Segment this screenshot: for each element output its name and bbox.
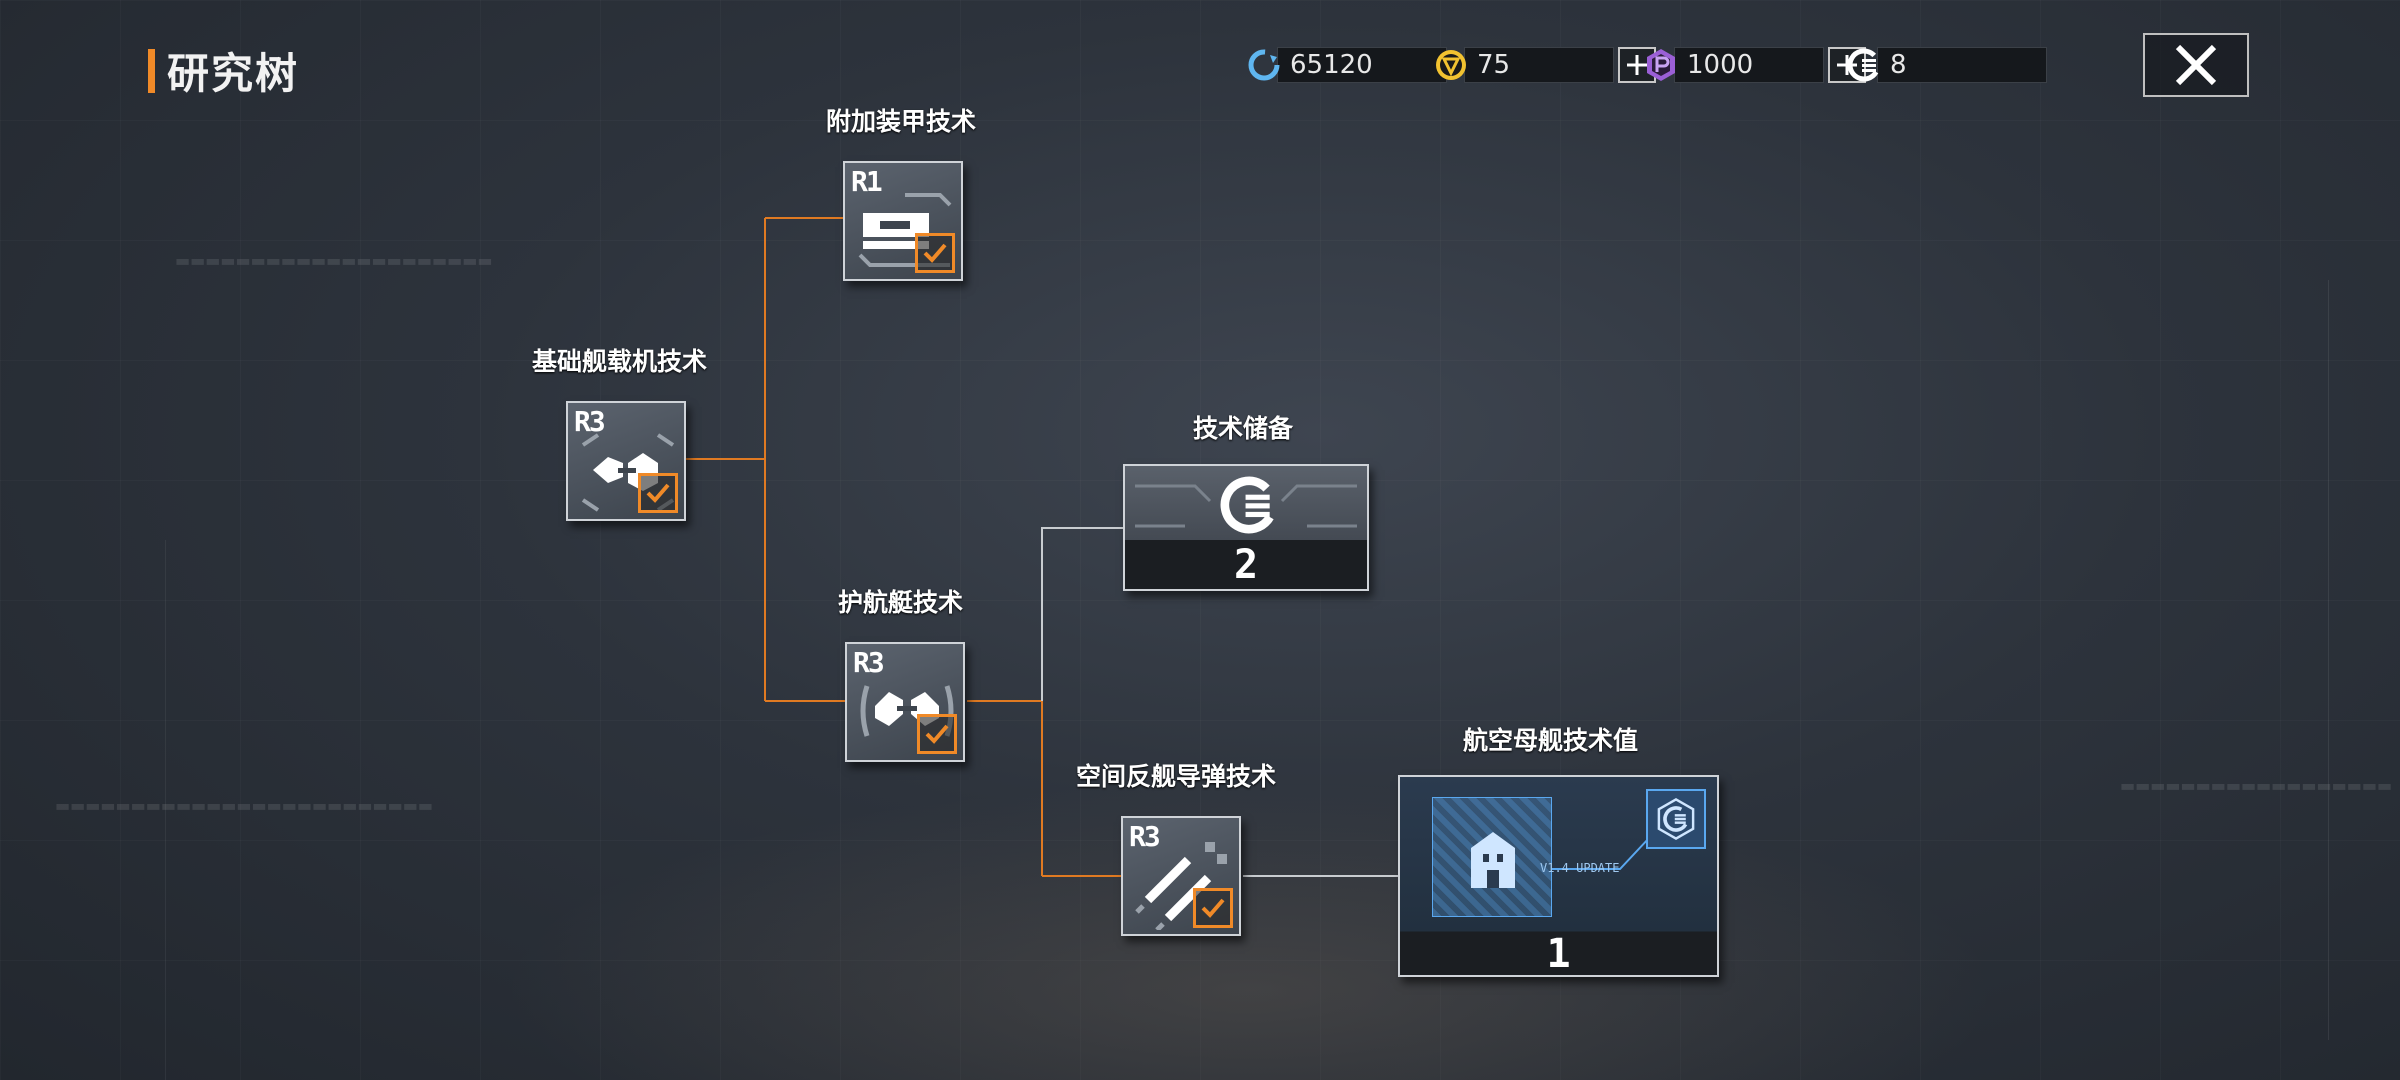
- node-label-carrier: 航空母舰技术值: [1463, 726, 1639, 755]
- resource-tech-point: 8: [1845, 46, 2047, 84]
- node-label-missile: 空间反舰导弹技术: [1076, 762, 1277, 791]
- circuit-pattern: [1135, 484, 1357, 528]
- update-tag: V1.4 UPDATE: [1540, 861, 1620, 875]
- carrier-blueprint-icon: [1471, 832, 1515, 888]
- bg-ruler: [2328, 280, 2330, 1040]
- resource-value: 65120: [1277, 47, 1447, 83]
- resource-value: 1000: [1674, 47, 1824, 83]
- missile-icon: [1135, 842, 1227, 930]
- tech-node-escort[interactable]: R3: [845, 642, 965, 762]
- tech-point-icon: [1845, 46, 1883, 84]
- tech-point-icon: [1657, 798, 1695, 840]
- tech-node-armor[interactable]: R1: [843, 161, 963, 281]
- resource-value: 8: [1877, 47, 2047, 83]
- node-rank: R3: [1129, 820, 1161, 853]
- node-label-base: 基础舰载机技术: [532, 347, 708, 376]
- resource-value: 75: [1464, 47, 1614, 83]
- close-icon: [2175, 44, 2217, 86]
- node-rank: R1: [851, 165, 883, 198]
- node-rank: R3: [574, 405, 606, 438]
- carrier-value: 1: [1546, 931, 1571, 977]
- completed-check-icon: [917, 714, 957, 754]
- resource-p-coin: 1000: [1642, 46, 1866, 84]
- carrier-blueprint-panel: [1432, 797, 1552, 917]
- tech-node-base[interactable]: R3: [566, 401, 686, 521]
- tech-node-missile[interactable]: R3: [1121, 816, 1241, 936]
- background-smoke: [500, 780, 2000, 1080]
- completed-check-icon: [915, 233, 955, 273]
- bg-deco-lines: ▬▬▬▬▬▬▬▬▬▬▬▬▬▬▬▬▬▬▬▬▬▬▬▬▬: [55, 796, 433, 815]
- plus-icon: [1837, 55, 1857, 75]
- refresh-coin-icon: [1245, 46, 1283, 84]
- page-title-text: 研究树: [167, 49, 300, 98]
- tech-point-icon: [1220, 476, 1278, 534]
- bg-deco-lines: ▬▬▬▬▬▬▬▬▬▬▬▬▬▬▬▬▬▬▬▬▬: [175, 251, 493, 270]
- bg-ruler: [165, 540, 167, 1080]
- escort-boat-icon: [860, 685, 954, 737]
- plus-icon: [1627, 55, 1647, 75]
- title-accent-bar: [148, 48, 155, 93]
- tech-reserve-card[interactable]: 2: [1123, 464, 1369, 591]
- armor-plate-icon: [858, 193, 952, 267]
- completed-check-icon: [638, 473, 678, 513]
- page-title: 研究树: [148, 40, 299, 101]
- carrier-tech-card[interactable]: V1.4 UPDATE 1: [1398, 775, 1719, 977]
- connector-line: [1552, 836, 1651, 870]
- bg-deco-lines: ▬▬▬▬▬▬▬▬▬▬▬▬▬▬▬▬▬▬: [2120, 776, 2393, 795]
- node-label-escort: 护航艇技术: [838, 588, 964, 617]
- completed-check-icon: [1193, 888, 1233, 928]
- resource-refresh-coin: 65120: [1245, 46, 1447, 84]
- node-label-armor: 附加装甲技术: [826, 107, 977, 136]
- reserve-value: 2: [1233, 542, 1259, 588]
- node-label-reserve: 技术储备: [1193, 414, 1294, 443]
- close-button[interactable]: [2143, 33, 2249, 97]
- v-token-icon: [1432, 46, 1470, 84]
- p-coin-icon: [1642, 46, 1680, 84]
- tech-badge: [1646, 789, 1706, 849]
- node-rank: R3: [853, 646, 885, 679]
